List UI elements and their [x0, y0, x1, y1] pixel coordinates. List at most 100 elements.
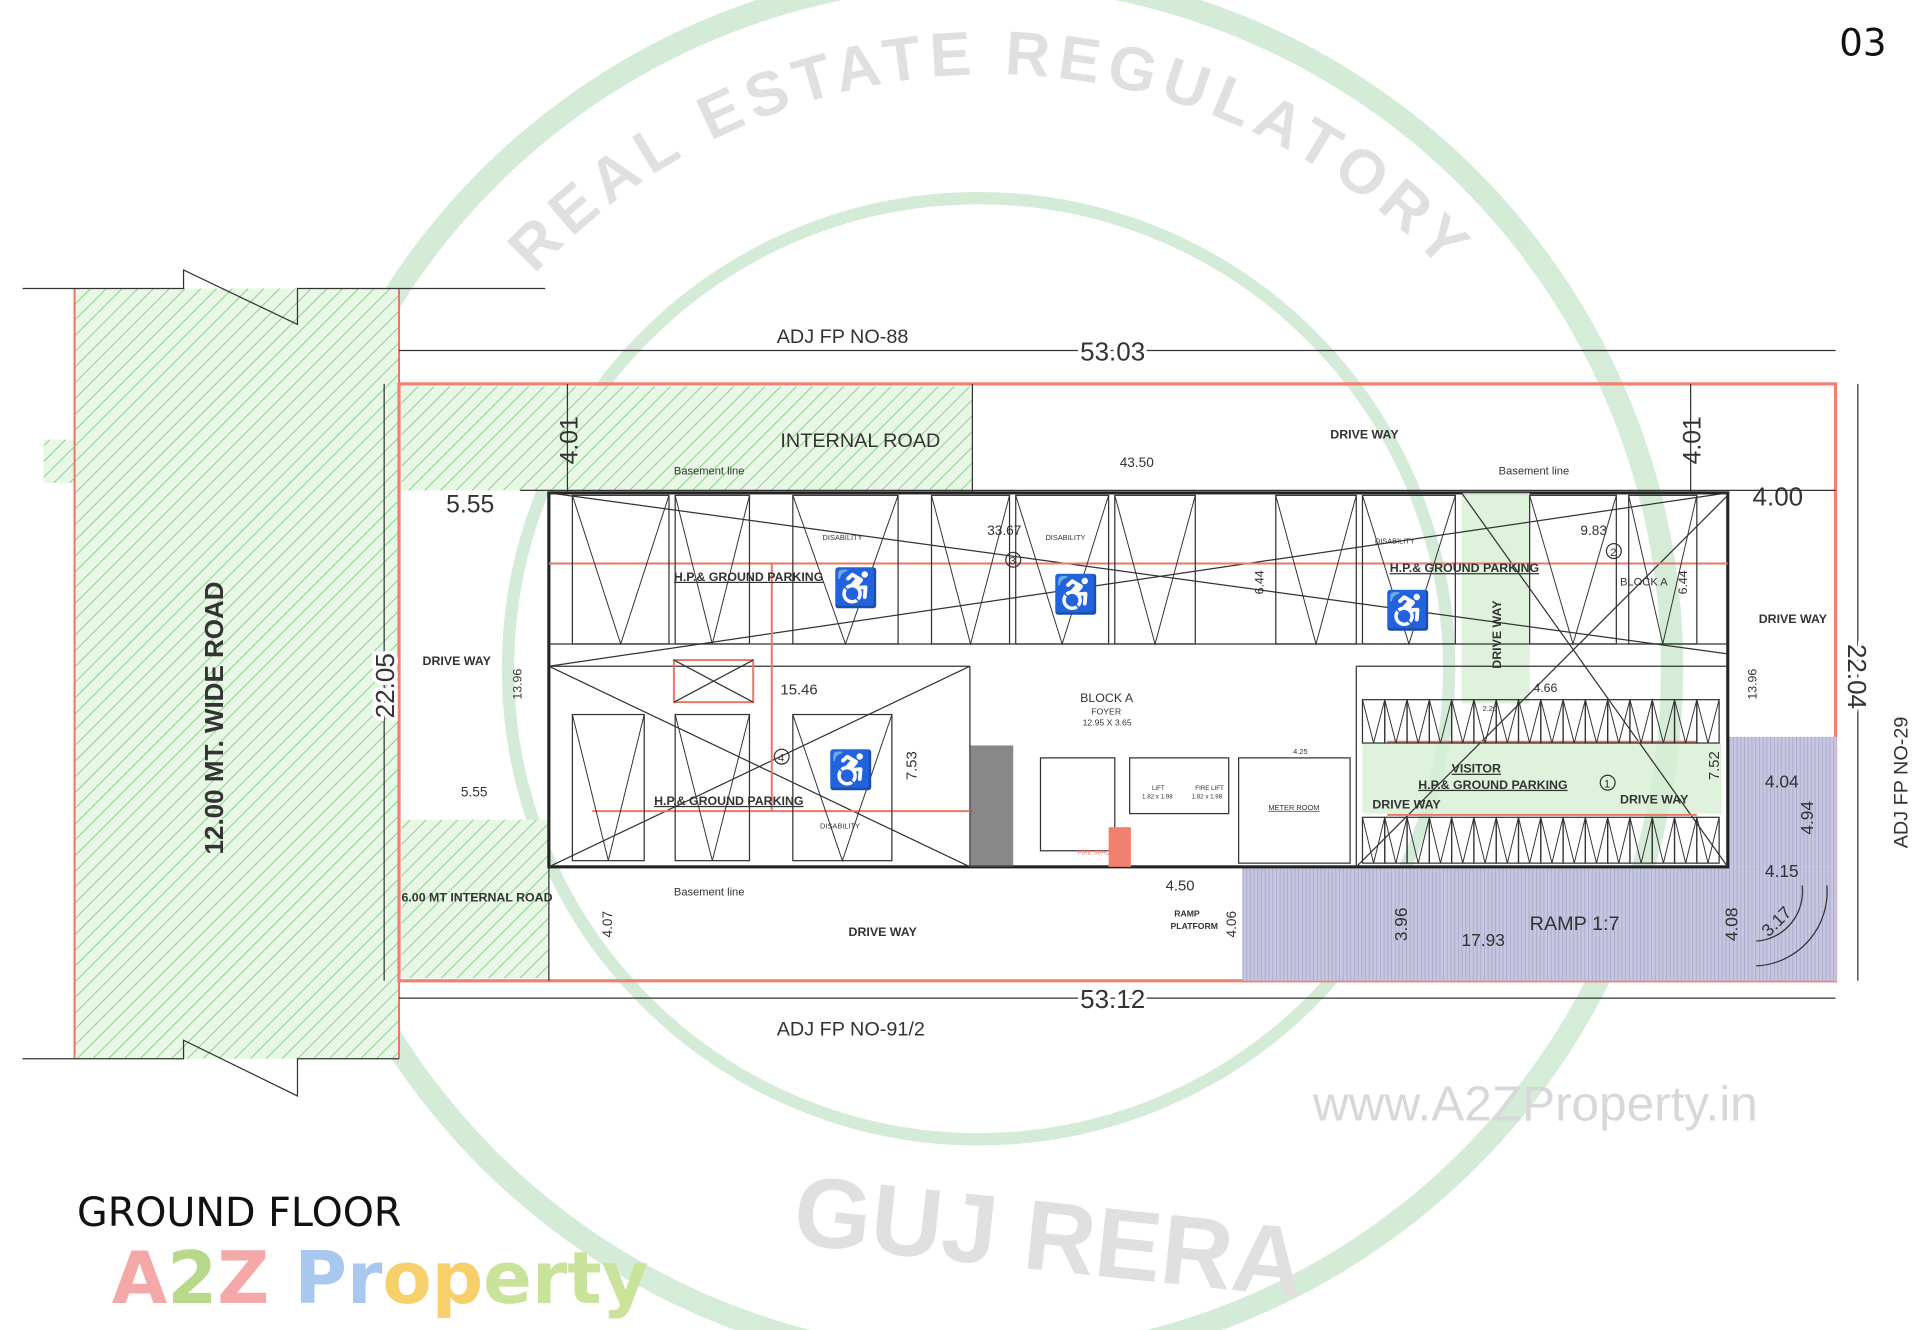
logo-letter: r	[532, 1236, 568, 1320]
parking-stall	[1361, 699, 1386, 744]
internal-road-area	[401, 386, 973, 491]
internal-road-6m-area	[401, 819, 549, 979]
zone-label: DRIVE WAY	[1372, 798, 1441, 812]
parking-stall	[1584, 816, 1609, 864]
dim-label: 3.96	[1391, 907, 1411, 941]
dim-label: 43.50	[1120, 455, 1154, 470]
parking-stall	[1451, 699, 1475, 744]
zone-label: Basement line	[1499, 465, 1570, 477]
parking-stall	[571, 713, 645, 862]
adj-north: ADJ FP NO-88	[777, 326, 909, 348]
logo-letter: o	[382, 1236, 431, 1320]
dim-north: 53.03	[1080, 336, 1145, 366]
svg-text:♿: ♿	[832, 567, 878, 610]
parking-stall	[674, 494, 751, 645]
dim-label: 4.01	[1680, 416, 1707, 464]
zone-label: BLOCK A	[1080, 691, 1134, 705]
dim-label: 9.83	[1580, 523, 1607, 538]
dim-label: 4.08	[1722, 907, 1742, 941]
logo-letter: A	[112, 1236, 168, 1320]
parking-stall	[792, 713, 893, 863]
parking-stall	[1361, 494, 1456, 646]
parking-stall	[1361, 816, 1386, 864]
wheelchair-icon: ♿	[1385, 589, 1431, 632]
logo-letter	[269, 1236, 294, 1320]
zone-label: 6.00 MT INTERNAL ROAD	[401, 891, 552, 905]
zone-label: DRIVE WAY	[1620, 793, 1689, 807]
zone-label: METER ROOM	[1268, 803, 1319, 812]
wheelchair-icon: ♿	[827, 749, 873, 792]
parking-stall	[1114, 494, 1196, 646]
svg-text:4: 4	[778, 753, 784, 765]
dim-label: 2.20	[1483, 704, 1497, 713]
zone-label: RAMP 1:7	[1530, 913, 1620, 935]
logo-letter: t	[567, 1236, 601, 1320]
dim-label: 4.25	[1293, 747, 1307, 756]
marker-1: 1	[1599, 774, 1616, 791]
wheelchair-icon: ♿	[1053, 573, 1099, 616]
zone-label: H.P.& GROUND PARKING	[1390, 561, 1539, 575]
zone-label: 1.82 x 1.98	[1142, 794, 1173, 801]
zone-label: DISABILITY	[820, 821, 860, 830]
road-label: 12.00 MT. WIDE ROAD	[199, 581, 229, 854]
dim-label: 7.53	[905, 751, 921, 780]
parking-stall	[1629, 699, 1653, 744]
zone-label: DRIVE WAY	[1490, 600, 1504, 669]
wide-road: 12.00 MT. WIDE ROAD	[22, 268, 546, 1097]
zone-label: DRIVE WAY	[1759, 612, 1828, 626]
logo-letter: p	[432, 1236, 483, 1320]
zone-label: DRIVE WAY	[849, 925, 918, 939]
parking-stall	[1428, 816, 1453, 864]
dim-label: 4.15	[1765, 861, 1799, 881]
parking-stall	[1607, 816, 1631, 864]
parking-stall	[1696, 816, 1720, 864]
adj-east: ADJ FP NO-29	[1890, 717, 1912, 849]
logo-letter: 2	[167, 1236, 217, 1320]
labels: ADJ FP NO-88 ADJ FP NO-91/2 ADJ FP NO-29…	[366, 326, 1912, 1040]
wheelchair-icon: ♿	[832, 567, 878, 610]
dim-label: 4.50	[1166, 878, 1195, 894]
parking-stall	[1562, 699, 1586, 744]
parking-stall	[1473, 816, 1497, 864]
dim-label: 4.66	[1533, 681, 1557, 695]
zone-label: FIRE SPACE	[1078, 849, 1114, 856]
parking-stall	[1673, 816, 1698, 864]
dim-label: 4.01	[556, 416, 583, 464]
svg-text:GUJ RERA: GUJ RERA	[789, 1154, 1310, 1318]
page-number: 03	[1839, 22, 1886, 65]
marker-3: 3	[1005, 551, 1022, 568]
parking-stall	[1517, 816, 1542, 864]
dim-label: 6.44	[1676, 570, 1690, 594]
zone-label: Basement line	[674, 465, 745, 477]
adj-south: ADJ FP NO-91/2	[777, 1018, 925, 1040]
logo-letter: Z	[217, 1236, 269, 1320]
parking-stall	[1495, 816, 1520, 864]
parking-stall	[1015, 494, 1110, 646]
dim-label: 4.04	[1765, 772, 1799, 792]
parking-stall	[1584, 699, 1609, 744]
zone-label: RAMP	[1174, 908, 1200, 918]
dim-label: 17.93	[1462, 930, 1505, 950]
zone-label: 12.95 X 3.65	[1083, 718, 1132, 728]
dim-label: 4.06	[1224, 911, 1239, 937]
parking-stall	[1562, 816, 1586, 864]
zone-label: H.P.& GROUND PARKING	[1418, 778, 1567, 792]
zone-label: BLOCK A	[1620, 577, 1668, 589]
parking-stall	[930, 494, 1011, 646]
svg-text:2: 2	[1610, 547, 1616, 559]
logo-letter: r	[347, 1236, 383, 1320]
dim-label: 4.07	[600, 911, 615, 937]
zone-label: PLATFORM	[1171, 921, 1218, 931]
parking-stall	[1406, 699, 1430, 744]
parking-stall	[1540, 699, 1564, 744]
watermark-site: www.A2ZProperty.in	[1312, 1077, 1758, 1132]
dim-label: 13.96	[511, 669, 525, 700]
dim-label: 4.00	[1753, 481, 1804, 511]
zone-label: Basement line	[674, 886, 745, 898]
svg-text:3: 3	[1010, 556, 1016, 568]
zone-label: VISITOR	[1452, 762, 1501, 776]
building	[547, 491, 1730, 869]
parking-stall	[1495, 699, 1520, 744]
svg-text:♿: ♿	[827, 749, 873, 792]
